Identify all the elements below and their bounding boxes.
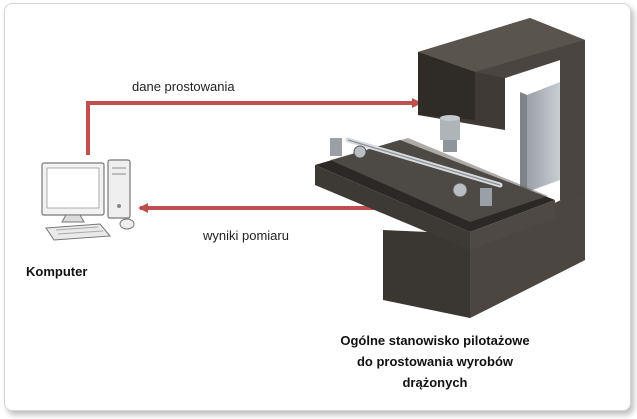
arrow-top (86, 98, 422, 155)
straightening-machine-icon (315, 18, 585, 318)
caption: Ogólne stanowisko pilotażowe do prostowa… (330, 330, 540, 393)
label-wyniki-pomiaru: wyniki pomiaru (203, 228, 289, 243)
caption-line-1: Ogólne stanowisko pilotażowe (340, 333, 530, 348)
caption-line-3: drążonych (402, 375, 468, 390)
label-dane-prostowania: dane prostowania (132, 79, 235, 94)
label-komputer: Komputer (26, 264, 88, 279)
computer-icon (41, 159, 135, 241)
caption-line-2: do prostowania wyrobów (356, 354, 513, 369)
